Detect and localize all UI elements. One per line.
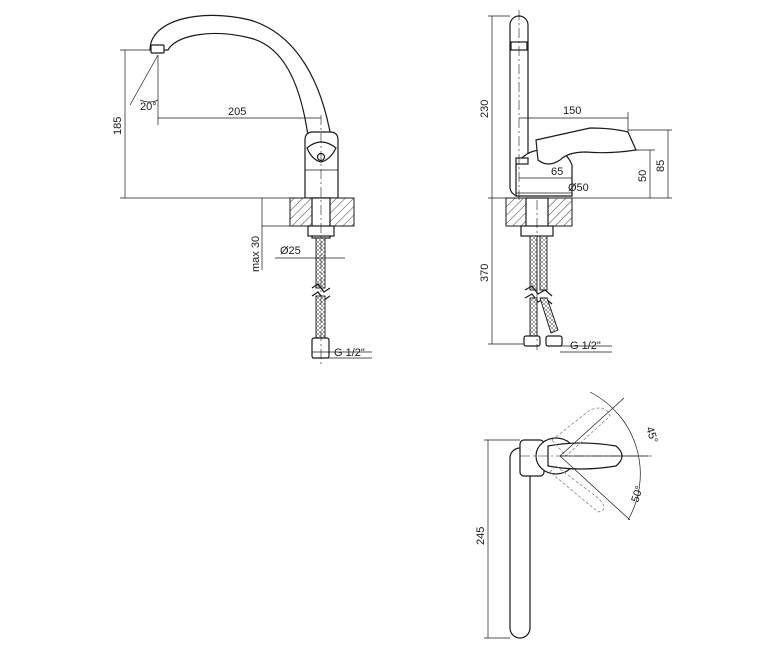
front-countertop-right [329, 197, 355, 227]
front-aerator [150, 44, 165, 54]
side-countertop-right [547, 197, 573, 227]
top-dim-angle-down: 50° [629, 484, 646, 504]
front-hose-upper [315, 237, 326, 289]
side-view: 230 150 65 Ø50 50 85 370 G 1/2" [479, 10, 672, 353]
side-dim-lever-top: 85 [655, 160, 667, 172]
front-dim-thread: G 1/2" [334, 347, 365, 359]
front-dim-height: 185 [112, 117, 124, 135]
side-dim-body-reach: 65 [551, 166, 563, 178]
side-dim-lever-length: 150 [563, 105, 581, 117]
front-countertop-left [289, 197, 313, 227]
side-lever [535, 127, 637, 165]
side-countertop-left [505, 197, 527, 227]
front-view: 205 185 20° max 30 Ø25 G 1/2" [112, 14, 372, 365]
top-lever-alt-down [549, 465, 605, 513]
front-hose-lower [315, 295, 326, 339]
top-view: 245 45° 50° [475, 391, 660, 639]
side-dim-hose-length: 370 [479, 264, 491, 282]
top-dim-angle-up: 45° [643, 425, 660, 445]
front-body [304, 131, 339, 199]
front-dim-thickness: max 30 [250, 236, 262, 272]
side-dim-body-diameter: Ø50 [568, 182, 589, 194]
side-dim-lever-height: 50 [637, 170, 649, 182]
top-dim-length: 245 [475, 527, 487, 545]
front-hose-fitting [311, 337, 330, 359]
side-dim-thread: G 1/2" [570, 340, 601, 352]
front-dim-angle: 20° [140, 101, 157, 113]
side-dim-height: 230 [479, 100, 491, 118]
top-lever-alt-up [551, 407, 611, 457]
front-dim-shank: Ø25 [280, 245, 301, 257]
front-dim-reach: 205 [228, 106, 246, 118]
